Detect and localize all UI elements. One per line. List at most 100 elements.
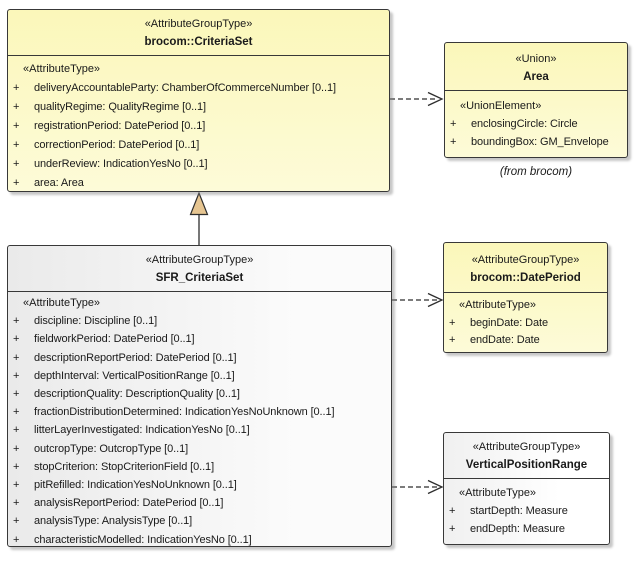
stereotype-label: «AttributeGroupType» (144, 18, 253, 30)
visibility-marker: + (13, 333, 20, 346)
attribute-text: analysisReportPeriod: DatePeriod [0..1] (34, 497, 224, 510)
attributes-compartment: «AttributeType» + discipline: Discipline… (8, 292, 391, 549)
class-box-area: «Union» Area «UnionElement» + enclosingC… (444, 42, 628, 158)
stereotype-label: «AttributeGroupType» (472, 441, 581, 453)
visibility-marker: + (13, 351, 20, 364)
attribute-text: pitRefilled: IndicationYesNoUnknown [0..… (34, 479, 237, 492)
visibility-marker: + (450, 136, 457, 148)
attribute-row: + deliveryAccountableParty: ChamberOfCom… (8, 79, 389, 98)
attribute-text: enclosingCircle: Circle (471, 118, 578, 130)
attribute-row: + stopCriterion: StopCriterionField [0..… (8, 458, 391, 476)
attribute-text: analysisType: AnalysisType [0..1] (34, 515, 193, 528)
attribute-row: + underReview: IndicationYesNo [0..1] (8, 155, 389, 174)
class-name: brocom::DatePeriod (470, 272, 581, 284)
attribute-text: outcropType: OutcropType [0..1] (34, 442, 189, 455)
visibility-marker: + (13, 479, 20, 492)
visibility-marker: + (449, 523, 456, 535)
attribute-list: + deliveryAccountableParty: ChamberOfCom… (8, 79, 389, 193)
attribute-row: + endDepth: Measure (444, 520, 609, 538)
attribute-row: + qualityRegime: QualityRegime [0..1] (8, 98, 389, 117)
attribute-text: registrationPeriod: DatePeriod [0..1] (34, 120, 206, 132)
section-header: «AttributeType» (459, 487, 537, 499)
attribute-text: descriptionQuality: DescriptionQuality [… (34, 388, 240, 401)
attribute-row: + fieldworkPeriod: DatePeriod [0..1] (8, 330, 391, 348)
section-header: «AttributeType» (23, 297, 101, 309)
visibility-marker: + (13, 460, 20, 473)
attribute-text: litterLayerInvestigated: IndicationYesNo… (34, 424, 250, 437)
attribute-row: + descriptionReportPeriod: DatePeriod [0… (8, 349, 391, 367)
class-title-compartment: «AttributeGroupType» SFR_CriteriaSet (8, 246, 391, 292)
class-title-compartment: «AttributeGroupType» brocom::CriteriaSet (8, 10, 389, 56)
attribute-text: characteristicModelled: IndicationYesNo … (34, 533, 252, 546)
attribute-text: discipline: Discipline [0..1] (34, 315, 158, 328)
visibility-marker: + (449, 334, 456, 346)
visibility-marker: + (13, 406, 20, 419)
class-box-sfr-criteriaset: «AttributeGroupType» SFR_CriteriaSet «At… (7, 245, 392, 547)
attribute-text: endDepth: Measure (470, 523, 565, 535)
class-title-compartment: «AttributeGroupType» VerticalPositionRan… (444, 433, 609, 479)
visibility-marker: + (13, 442, 20, 455)
open-arrowhead-icon (427, 91, 444, 107)
generalization-triangle-icon (189, 191, 209, 216)
attribute-text: depthInterval: VerticalPositionRange [0.… (34, 369, 235, 382)
attribute-text: boundingBox: GM_Envelope (471, 136, 609, 148)
stereotype-label: «AttributeGroupType» (145, 254, 254, 266)
section-header: «AttributeType» (23, 63, 101, 75)
class-box-brocom-criteriaset: «AttributeGroupType» brocom::CriteriaSet… (7, 9, 390, 192)
attribute-text: descriptionReportPeriod: DatePeriod [0..… (34, 351, 237, 364)
attribute-text: area: Area (34, 177, 84, 189)
attribute-row: + depthInterval: VerticalPositionRange [… (8, 367, 391, 385)
attribute-row: + registrationPeriod: DatePeriod [0..1] (8, 117, 389, 136)
class-name: VerticalPositionRange (465, 459, 588, 471)
attribute-row: + analysisType: AnalysisType [0..1] (8, 512, 391, 530)
section-header: «AttributeType» (459, 299, 537, 311)
class-name: brocom::CriteriaSet (144, 36, 253, 48)
class-name: Area (523, 71, 549, 83)
attribute-text: endDate: Date (470, 334, 540, 346)
attribute-row: + pitRefilled: IndicationYesNoUnknown [0… (8, 476, 391, 494)
attribute-text: correctionPeriod: DatePeriod [0..1] (34, 139, 200, 151)
attribute-text: qualityRegime: QualityRegime [0..1] (34, 101, 206, 113)
class-box-verticalpositionrange: «AttributeGroupType» VerticalPositionRan… (443, 432, 610, 545)
generalization-arrow-sfr-to-criteriaset (189, 191, 209, 245)
section-header: «UnionElement» (460, 100, 542, 112)
attribute-row: + beginDate: Date (444, 315, 607, 333)
attribute-row: + endDate: Date (444, 332, 607, 350)
attribute-row: + descriptionQuality: DescriptionQuality… (8, 385, 391, 403)
visibility-marker: + (13, 533, 20, 546)
attribute-text: stopCriterion: StopCriterionField [0..1] (34, 460, 215, 473)
class-name: SFR_CriteriaSet (155, 272, 244, 284)
attribute-list: + enclosingCircle: Circle + boundingBox:… (445, 115, 627, 151)
attribute-row: + fractionDistributionDetermined: Indica… (8, 403, 391, 421)
attribute-row: + characteristicModelled: IndicationYesN… (8, 531, 391, 549)
visibility-marker: + (13, 515, 20, 528)
attributes-compartment: «AttributeType» + deliveryAccountablePar… (8, 56, 389, 193)
visibility-marker: + (13, 101, 20, 113)
visibility-marker: + (450, 118, 457, 130)
visibility-marker: + (13, 497, 20, 510)
attribute-row: + litterLayerInvestigated: IndicationYes… (8, 421, 391, 439)
stereotype-label: «AttributeGroupType» (471, 254, 580, 266)
attribute-row: + startDepth: Measure (444, 502, 609, 520)
class-box-brocom-dateperiod: «AttributeGroupType» brocom::DatePeriod … (443, 242, 608, 353)
visibility-marker: + (13, 388, 20, 401)
attribute-row: + outcropType: OutcropType [0..1] (8, 440, 391, 458)
visibility-marker: + (449, 316, 456, 329)
visibility-marker: + (13, 139, 20, 151)
class-title-compartment: «AttributeGroupType» brocom::DatePeriod (444, 243, 607, 293)
visibility-marker: + (13, 120, 20, 132)
attribute-text: fieldworkPeriod: DatePeriod [0..1] (34, 333, 195, 346)
attribute-text: fractionDistributionDetermined: Indicati… (34, 406, 335, 419)
visibility-marker: + (13, 369, 20, 382)
attributes-compartment: «AttributeType» + startDepth: Measure + … (444, 479, 609, 538)
attribute-list: + beginDate: Date + endDate: Date (444, 315, 607, 350)
attribute-row: + area: Area (8, 174, 389, 193)
attribute-text: deliveryAccountableParty: ChamberOfComme… (34, 82, 336, 94)
attribute-row: + enclosingCircle: Circle (445, 115, 627, 133)
attribute-text: underReview: IndicationYesNo [0..1] (34, 158, 208, 170)
dependency-arrow-sfr-to-dateperiod (392, 292, 444, 308)
attribute-text: beginDate: Date (470, 316, 548, 329)
visibility-marker: + (13, 177, 20, 189)
from-package-caption: (from brocom) (499, 166, 573, 178)
visibility-marker: + (13, 315, 20, 328)
